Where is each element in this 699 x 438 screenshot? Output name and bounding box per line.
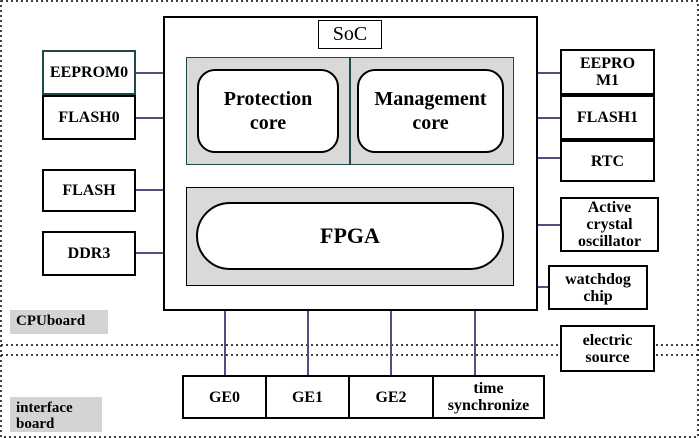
port-time-synchronize: time synchronize — [432, 375, 545, 419]
port-ge0: GE0 — [182, 375, 267, 419]
interface-board-label: interface board — [10, 397, 102, 432]
crystal-oscillator: Active crystal oscillator — [560, 197, 659, 252]
eeprom0-chip: EEPROM0 — [42, 50, 136, 95]
flash0-chip: FLASH0 — [42, 95, 136, 140]
electric-source: electric source — [560, 325, 655, 372]
cpu-board-label: CPUboard — [10, 310, 108, 334]
soc-title: SoC — [318, 20, 382, 49]
ddr3-chip: DDR3 — [42, 231, 136, 276]
protection-core: Protection core — [197, 69, 339, 153]
core-divider — [349, 57, 351, 165]
port-ge2: GE2 — [348, 375, 434, 419]
flash1-chip: FLASH1 — [560, 95, 655, 140]
port-ge1: GE1 — [265, 375, 350, 419]
fpga-block: FPGA — [196, 202, 504, 270]
rtc-chip: RTC — [560, 140, 655, 182]
eeprom1-chip: EEPRO M1 — [560, 49, 655, 95]
management-core: Management core — [357, 69, 504, 153]
flash-chip: FLASH — [42, 169, 136, 212]
watchdog-chip: watchdog chip — [548, 265, 648, 310]
